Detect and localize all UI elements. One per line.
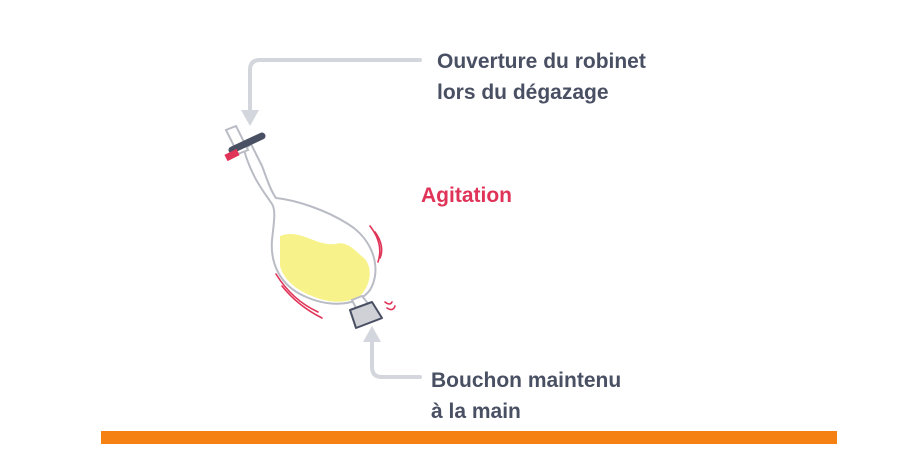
- stopper: [349, 301, 383, 329]
- agitation-label: Agitation: [421, 184, 512, 207]
- glass-body: [243, 143, 377, 305]
- tap-opening-label-line-2: lors du dégazage: [437, 81, 609, 104]
- tap-callout-arrow: [241, 58, 422, 126]
- floor-bar: [101, 431, 837, 444]
- separatory-funnel-icon: [224, 124, 383, 329]
- stopper-callout-arrow: [363, 326, 422, 379]
- liquid: [280, 233, 370, 302]
- tap-opening-label-line-1: Ouverture du robinet: [437, 50, 646, 73]
- arrow-up-icon: [363, 326, 381, 342]
- stopper-held-label-line-2: à la main: [431, 400, 521, 423]
- stopper-held-label: Bouchon maintenu à la main: [431, 365, 621, 427]
- tap-opening-label: Ouverture du robinet lors du dégazage: [437, 46, 646, 108]
- tap-key: [224, 148, 240, 162]
- tap-handle: [228, 132, 266, 154]
- stopper-held-label-line-1: Bouchon maintenu: [431, 369, 622, 392]
- shake-motion-icon: [275, 225, 396, 319]
- arrow-down-icon: [241, 110, 259, 126]
